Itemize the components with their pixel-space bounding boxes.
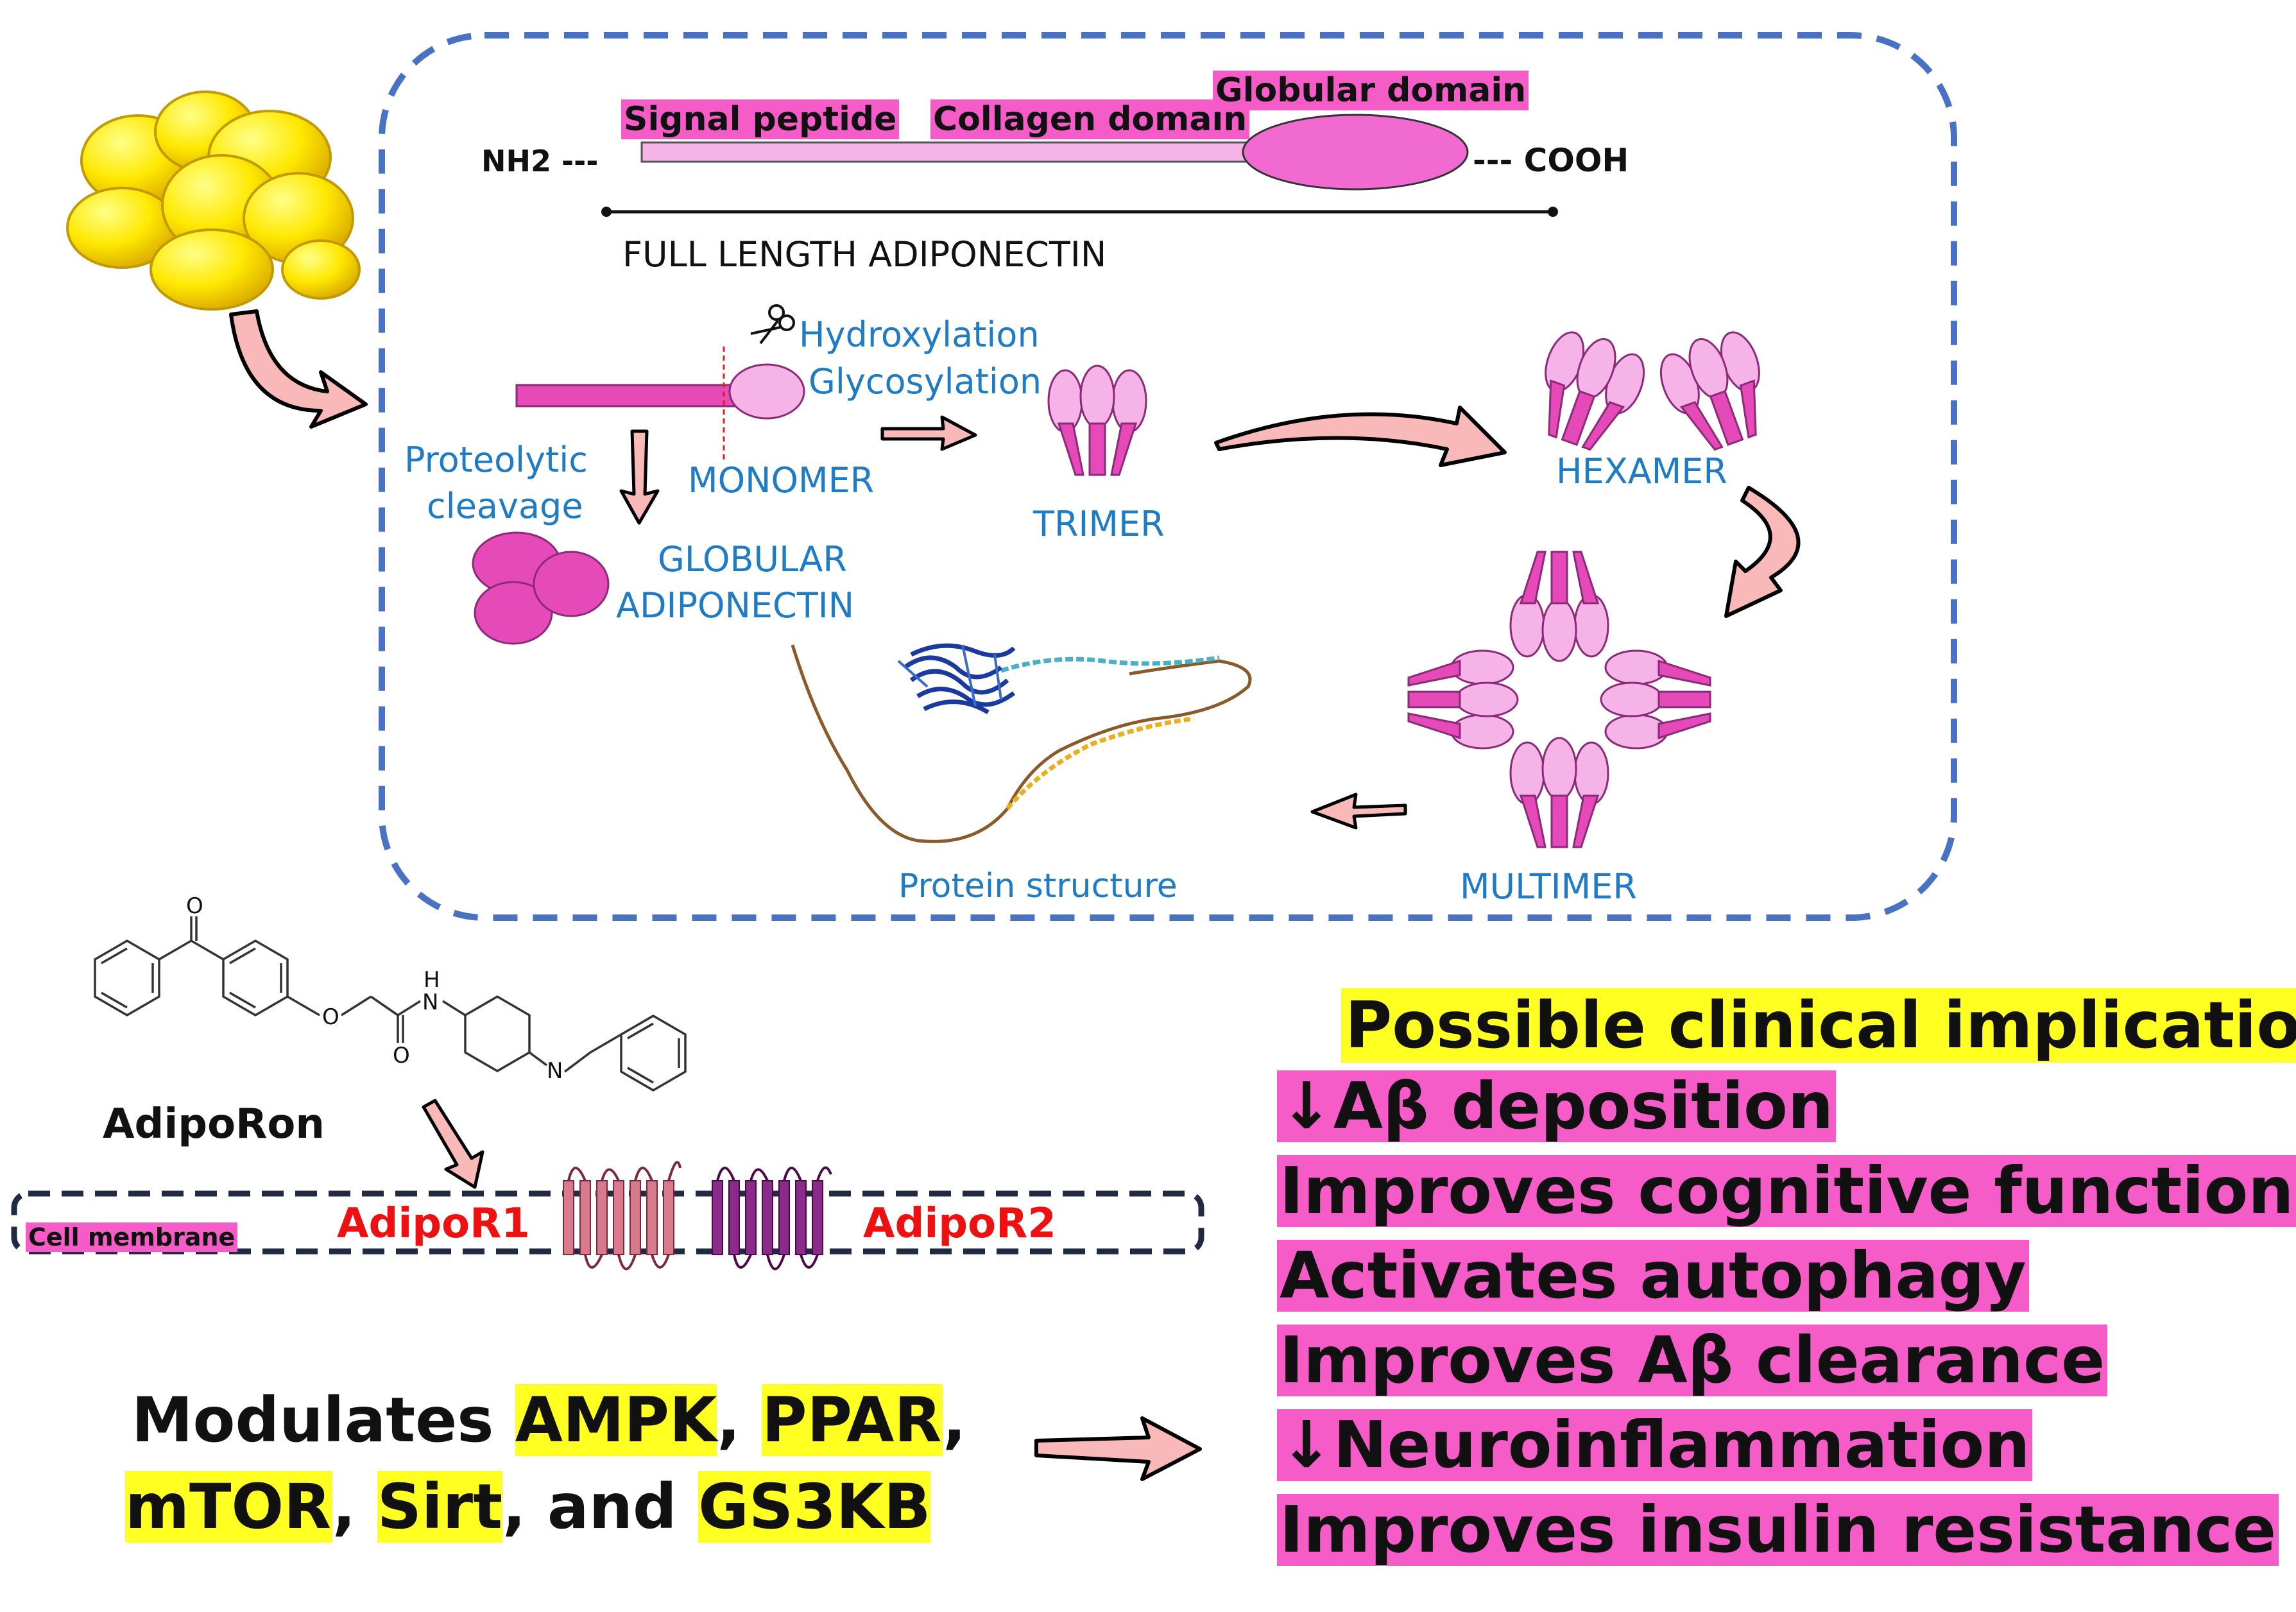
mtor-label: mTOR xyxy=(125,1471,332,1543)
separator-3: , xyxy=(332,1471,377,1543)
full-length-adiponectin-label: FULL LENGTH ADIPONECTIN xyxy=(622,234,1107,275)
gs3kb-label: GS3KB xyxy=(698,1471,931,1543)
collagen-domain-label: Collagen domain xyxy=(930,99,1250,139)
atom-h: H xyxy=(424,967,440,993)
signal-peptide-label: Signal peptide xyxy=(621,99,900,139)
implication-item: Activates autophagy xyxy=(1277,1240,2029,1312)
modulates-prefix: Modulates xyxy=(132,1384,515,1456)
protein-structure-label: Protein structure xyxy=(898,867,1178,905)
adipocyte-cluster xyxy=(66,90,361,311)
adipor1-label: AdipoR1 xyxy=(337,1200,530,1248)
atom-o-carbonyl: O xyxy=(186,893,203,919)
separator-4: , and xyxy=(502,1471,699,1543)
atom-n-amide: N xyxy=(422,990,439,1015)
globular-label-line1: GLOBULAR xyxy=(658,539,847,579)
separator-2: , xyxy=(943,1384,966,1456)
implication-item: Improves cognitive function xyxy=(1277,1155,2296,1227)
nh2-label: NH2 --- xyxy=(481,144,599,178)
modulates-to-implications-arrow xyxy=(1034,1416,1202,1481)
adipor2-label: AdipoR2 xyxy=(863,1200,1056,1248)
adiporon-label: AdipoRon xyxy=(103,1101,325,1148)
cleavage-label: cleavage xyxy=(427,486,583,526)
multimer-to-structure-arrow xyxy=(1310,793,1407,830)
trimer-to-hexamer-arrow xyxy=(1214,406,1507,467)
monomer-to-trimer-arrow xyxy=(880,415,977,451)
protein-structure-image xyxy=(791,643,1252,843)
globular-label-line2: ADIPONECTIN xyxy=(616,585,855,626)
proteolytic-label: Proteolytic xyxy=(404,440,588,480)
atom-n-piperidine: N xyxy=(547,1058,563,1084)
domain-structure xyxy=(601,114,1558,217)
hexamer-label: HEXAMER xyxy=(1556,451,1727,492)
globular-adiponectin-shape xyxy=(472,531,610,645)
trimer-shape xyxy=(1047,364,1147,476)
adipor1-receptor xyxy=(563,1161,681,1271)
multimer-shape xyxy=(1407,551,1711,848)
hexamer-to-multimer-arrow xyxy=(1724,486,1801,618)
sirt-label: Sirt xyxy=(377,1471,502,1543)
scissors-icon xyxy=(750,304,795,345)
secretion-arrow xyxy=(229,309,368,429)
modulates-line1: Modulates AMPK, PPAR, xyxy=(132,1384,966,1456)
cell-membrane-label: Cell membrane xyxy=(26,1222,238,1252)
monomer-shape xyxy=(515,347,805,462)
glycosylation-label: Glycosylation xyxy=(809,361,1042,402)
adiporon-to-receptor-arrow xyxy=(422,1099,484,1189)
multimer-label: MULTIMER xyxy=(1460,866,1637,907)
hydroxylation-label: Hydroxylation xyxy=(799,314,1040,355)
cleavage-down-arrow xyxy=(619,429,660,525)
implication-item: ↓Aβ deposition xyxy=(1277,1070,1837,1142)
ppar-label: PPAR xyxy=(762,1384,943,1456)
implication-item: ↓Neuroinflammation xyxy=(1277,1409,2033,1481)
implication-item: Improves insulin resistance xyxy=(1277,1494,2279,1566)
atom-o-ether: O xyxy=(322,1004,339,1030)
adiporon-structure xyxy=(94,916,687,1092)
adiponectin-processing-box xyxy=(379,32,1957,921)
separator-1: , xyxy=(717,1384,762,1456)
implication-item: Improves Aβ clearance xyxy=(1277,1325,2108,1396)
ampk-label: AMPK xyxy=(515,1384,717,1456)
adipor2-receptor xyxy=(712,1166,832,1271)
implications-heading: Possible clinical implications xyxy=(1341,988,2296,1063)
monomer-label: MONOMER xyxy=(688,460,875,501)
atom-o-amide: O xyxy=(393,1043,410,1068)
hexamer-shape xyxy=(1522,322,1783,460)
trimer-label: TRIMER xyxy=(1033,504,1165,544)
globular-domain-label: Globular domain xyxy=(1213,71,1529,110)
modulates-line2: mTOR, Sirt, and GS3KB xyxy=(125,1471,931,1543)
cooh-label: --- COOH xyxy=(1473,142,1629,179)
